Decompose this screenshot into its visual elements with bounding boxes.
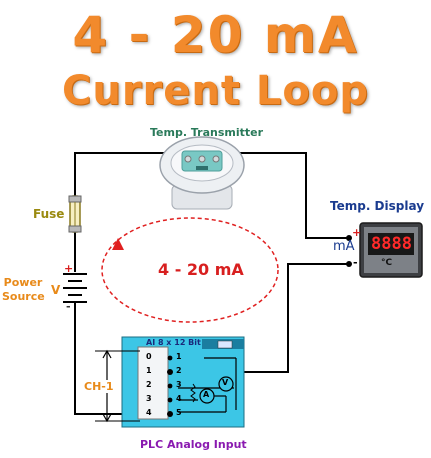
wire-right-top [222,152,349,239]
power-v-label: V [51,283,61,297]
loop-current-arrow [101,217,279,323]
plc-header: AI 8 x 12 Bit [146,338,201,347]
plc-right-terminal: 3 [176,380,182,389]
plc-right-terminal: 2 [176,366,182,375]
loop-current-label: 4 - 20 mA [158,260,244,279]
wire-left-top [74,152,182,196]
display-minus-sign: - [353,256,358,269]
plc-right-terminal: 4 [176,394,182,403]
transmitter-image [159,136,245,210]
plc-left-terminal: 0 [146,352,152,361]
voltmeter-label: V [222,378,229,387]
plc-right-terminal: 1 [176,352,182,361]
fuse [68,195,82,233]
channel-label: CH-1 [84,380,114,393]
plc-left-terminal: 4 [146,408,152,417]
title-line-2: Current Loop [61,68,370,114]
plc-left-terminal: 1 [146,366,152,375]
temp-display-device [359,222,423,278]
title-line-1: 4 - 20 mA [72,6,359,64]
ma-label: mA [333,239,355,254]
display-digits: 8888 [371,234,412,254]
power-minus-sign: - [66,300,71,313]
ammeter-label: A [203,390,210,399]
display-unit: °C [381,258,393,268]
display-plus-terminal [346,235,352,241]
plc-left-terminal: 3 [146,394,152,403]
display-minus-terminal [346,261,352,267]
display-plus-sign: + [352,226,362,239]
power-source-label: Power Source [2,276,45,303]
plc-module [121,336,245,428]
transmitter-label: Temp. Transmitter [150,126,264,139]
power-plus-sign: + [64,262,74,275]
display-label: Temp. Display [330,199,425,213]
fuse-label: Fuse [33,207,65,221]
plc-left-terminal: 2 [146,380,152,389]
battery-symbol [63,273,87,303]
plc-right-terminal: 5 [176,408,182,417]
plc-caption: PLC Analog Input [140,438,247,451]
